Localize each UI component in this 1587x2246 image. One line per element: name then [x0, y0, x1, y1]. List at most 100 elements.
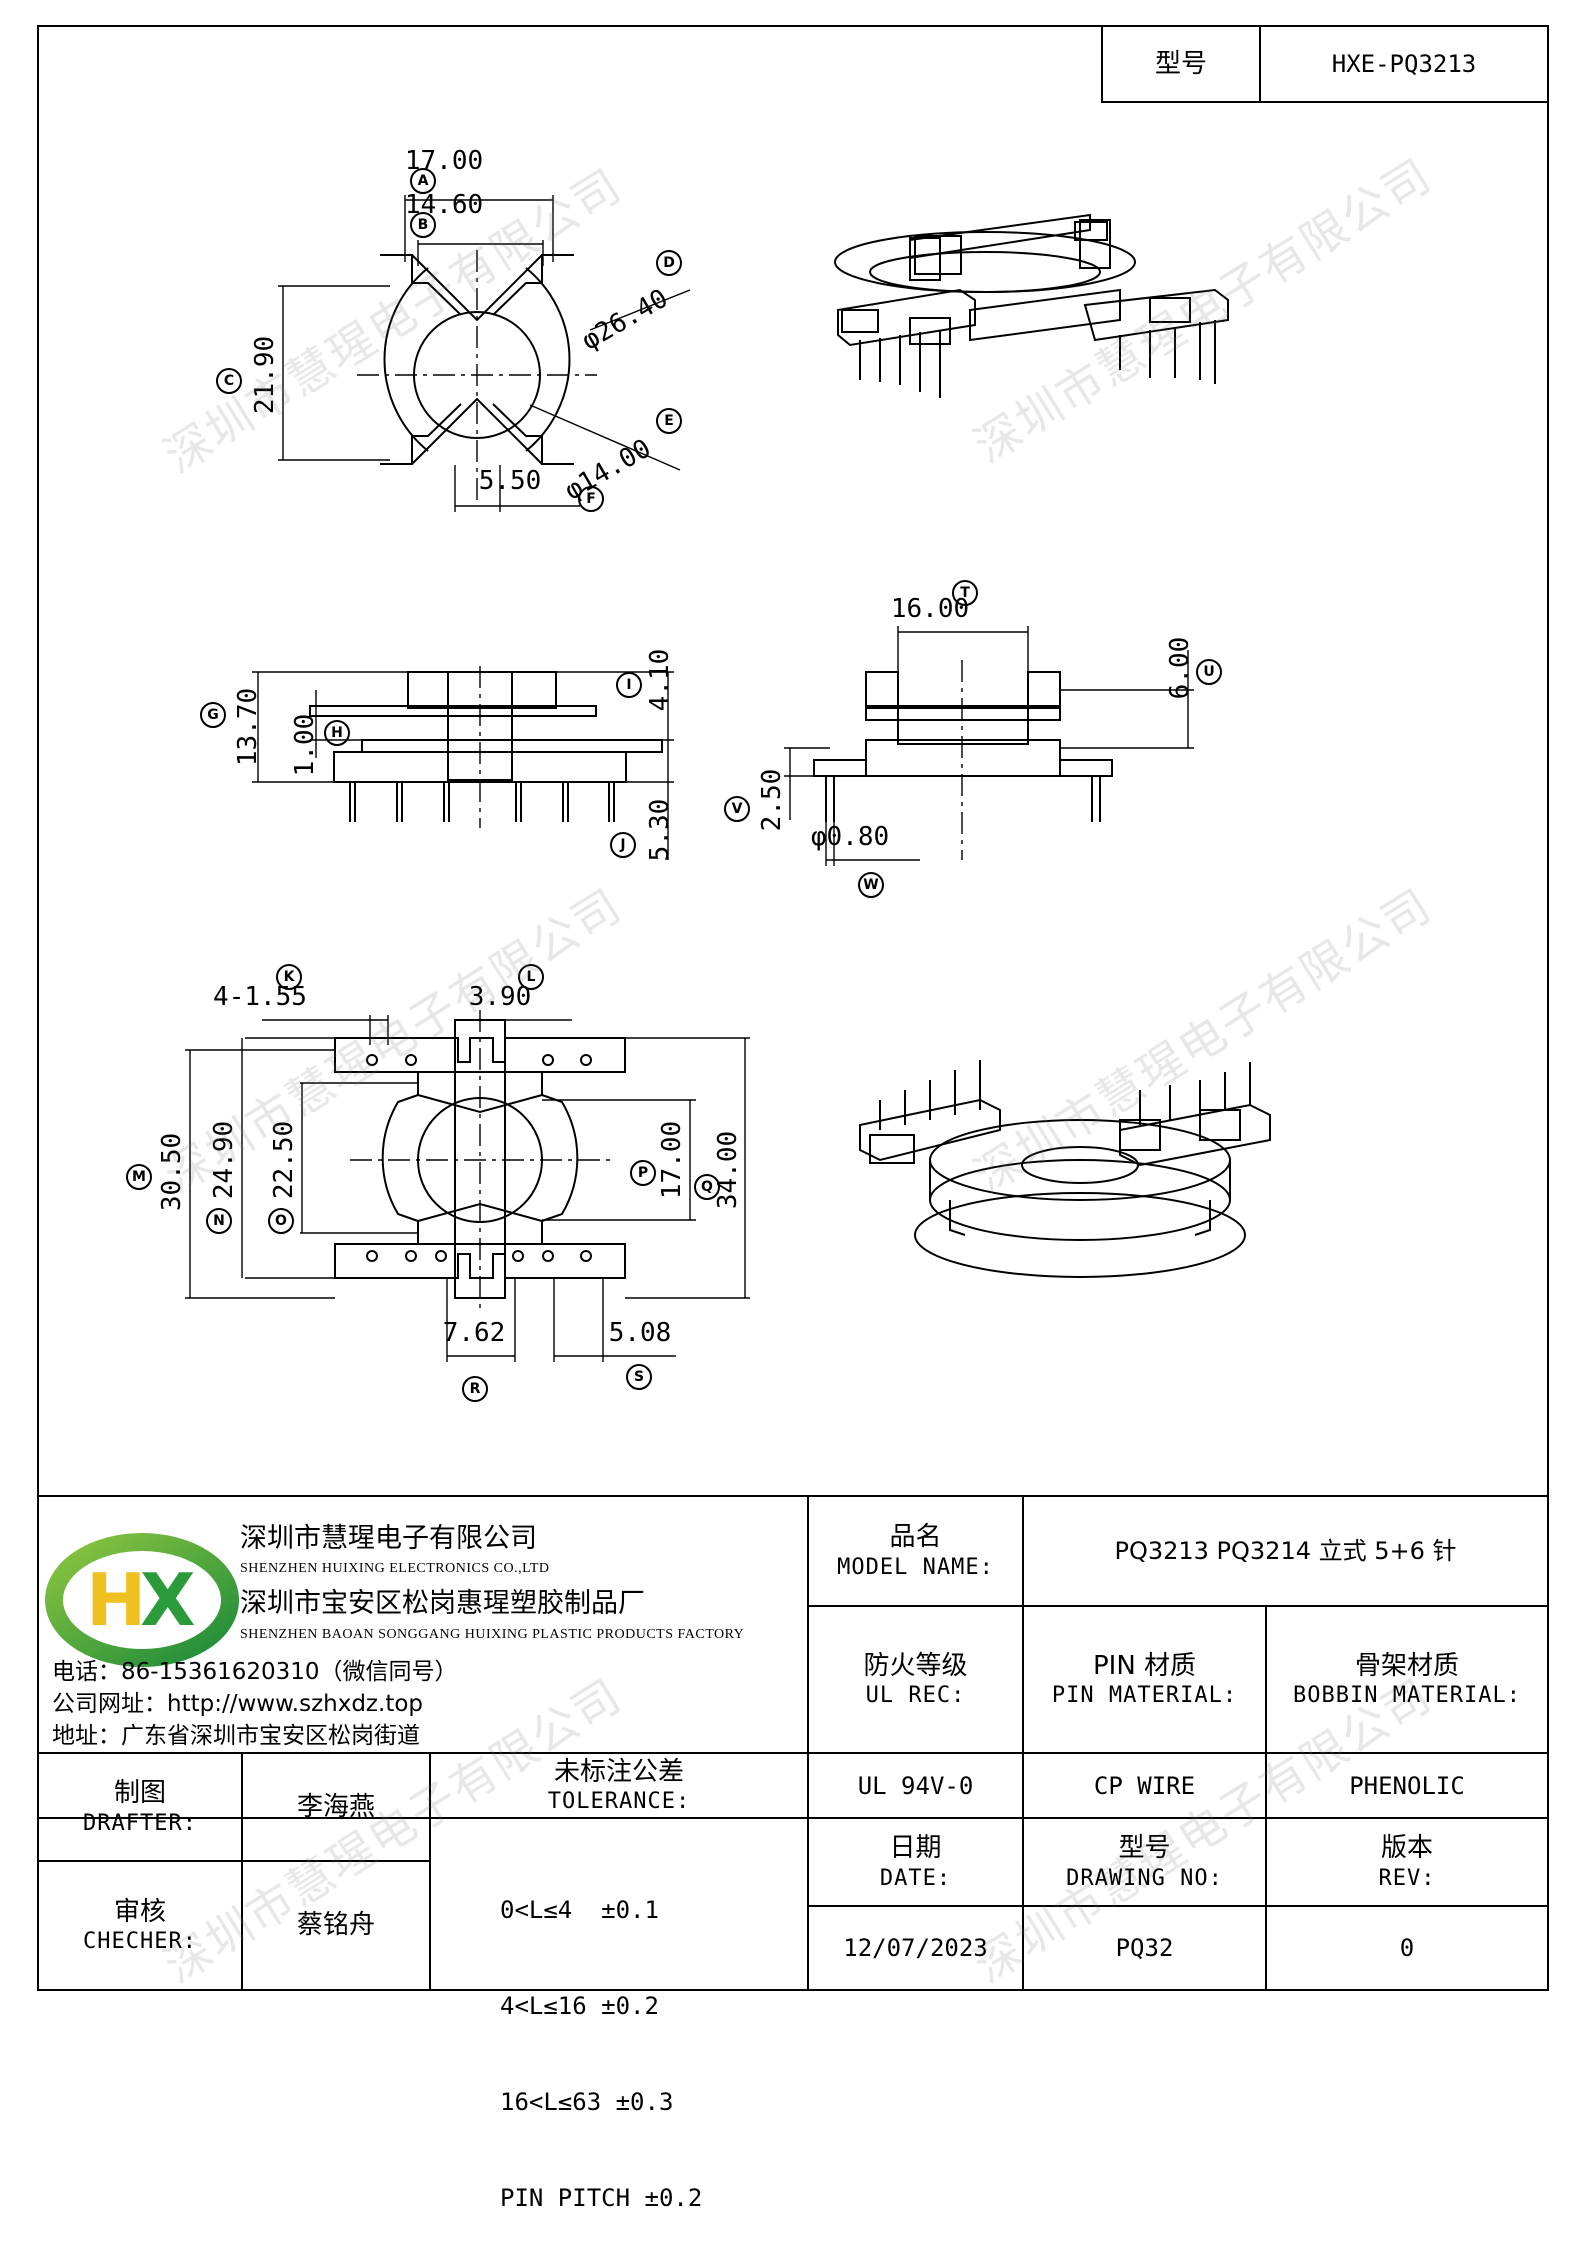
drafter-cn: 制图	[113, 1778, 166, 1808]
checker-label: 审核 CHECHER:	[38, 1861, 242, 1990]
date-label: 日期 DATE:	[808, 1818, 1023, 1906]
dimension-value-s: 5.08	[608, 1318, 672, 1348]
bobbin-material-en: BOBBIN MATERIAL:	[1293, 1683, 1521, 1708]
pin-material-en: PIN MATERIAL:	[1051, 1683, 1238, 1708]
rev-value: 0	[1399, 1934, 1415, 1962]
model-box	[1101, 25, 1549, 103]
drawing-no-value: PQ32	[1115, 1934, 1174, 1962]
company-address: 地址：广东省深圳市宝安区松岗街道	[52, 1723, 420, 1749]
dimension-letter-r: R	[462, 1376, 488, 1402]
drafter-value: 李海燕	[296, 1791, 375, 1822]
company-logo: H X	[45, 1533, 239, 1667]
svg-text:X: X	[140, 1558, 196, 1642]
ul-rec-cn: 防火等级	[863, 1650, 968, 1681]
dimension-letter-f: F	[578, 486, 604, 512]
bottom-view	[185, 1010, 750, 1362]
pin-material-cn: PIN 材质	[1092, 1650, 1197, 1681]
company-name-en: SHENZHEN HUIXING ELECTRONICS CO.,LTD	[240, 1561, 550, 1576]
dimension-value-t: 16.00	[890, 594, 970, 624]
dimension-value-p: 17.00	[657, 1120, 687, 1200]
model-label: 型号	[1154, 48, 1207, 79]
dimension-letter-e: E	[656, 408, 682, 434]
dimension-value-n: 24.90	[209, 1120, 239, 1200]
tolerance-line: 0<L≤4 ±0.1	[500, 1896, 659, 1924]
dimension-letter-k: K	[276, 964, 302, 990]
dimension-letter-p: P	[630, 1160, 656, 1186]
model-name-value: PQ3213 PQ3214 立式 5+6 针	[1114, 1537, 1457, 1565]
dimension-value-g: 13.70	[233, 687, 263, 767]
rev-en: REV:	[1378, 1865, 1436, 1891]
tolerance-label: 未标注公差 TOLERANCE:	[430, 1753, 808, 1818]
drawing-no-en: DRAWING NO:	[1066, 1865, 1223, 1891]
dimension-value-u: 6.00	[1165, 636, 1195, 700]
pin-material-label: PIN 材质 PIN MATERIAL:	[1023, 1606, 1266, 1753]
bobbin-material-value: PHENOLIC	[1349, 1771, 1465, 1800]
dimension-value-m: 30.50	[157, 1132, 187, 1212]
checker-cn: 审核	[113, 1896, 166, 1927]
outer-frame	[37, 25, 1549, 1991]
dimension-value-w: φ0.80	[810, 822, 890, 852]
side-view-left	[252, 666, 674, 860]
model-value: HXE-PQ3213	[1331, 50, 1477, 78]
tolerance-line: PIN PITCH ±0.2	[500, 2184, 703, 2212]
rev-label: 版本 REV:	[1266, 1818, 1548, 1906]
dimension-value-r: 7.62	[442, 1318, 506, 1348]
bobbin-material-label: 骨架材质 BOBBIN MATERIAL:	[1266, 1606, 1548, 1753]
dimension-letter-i: I	[616, 672, 642, 698]
factory-name-cn: 深圳市宝安区松岗惠瑆塑胶制品厂	[240, 1588, 645, 1619]
ul-rec-value: UL 94V-0	[857, 1771, 974, 1800]
checker-value: 蔡铭舟	[296, 1910, 375, 1941]
dimension-letter-w: W	[858, 872, 884, 898]
date-en: DATE:	[879, 1865, 952, 1891]
drawing-sheet: H X	[37, 25, 1549, 1991]
dimension-letter-m: M	[126, 1164, 152, 1190]
dimension-letter-g: G	[200, 702, 226, 728]
dimension-value-j: 5.30	[645, 798, 675, 862]
iso-view-bottom	[859, 1060, 1271, 1278]
dimension-letter-h: H	[324, 720, 350, 746]
dimension-value-l: 3.90	[468, 982, 532, 1012]
model-name-cn: 品名	[889, 1522, 942, 1552]
dimension-letter-j: J	[610, 832, 636, 858]
date-value: 12/07/2023	[843, 1934, 988, 1962]
company-website: 公司网址：http://www.szhxdz.top	[52, 1691, 424, 1717]
dimension-letter-a: A	[410, 168, 436, 194]
drafter-label: 制图 DRAFTER:	[38, 1753, 242, 1861]
tolerance-line: 4<L≤16 ±0.2	[500, 1992, 659, 2020]
ul-rec-label: 防火等级 UL REC:	[808, 1606, 1023, 1753]
pin-material-value: CP WIRE	[1093, 1771, 1196, 1800]
dimension-letter-s: S	[626, 1364, 652, 1390]
dimension-letter-n: N	[206, 1208, 232, 1234]
drawing-no-cn: 型号	[1118, 1833, 1171, 1863]
dimension-value-i: 4.10	[645, 648, 675, 712]
drawing-no-label: 型号 DRAWING NO:	[1023, 1818, 1266, 1906]
company-phone: 电话：86-15361620310（微信同号）	[52, 1659, 458, 1685]
dimension-value-v: 2.50	[757, 768, 787, 832]
iso-view-top	[834, 213, 1229, 398]
dimension-letter-t: T	[952, 580, 978, 606]
svg-text:H: H	[86, 1558, 146, 1642]
dimension-value-k: 4-1.55	[213, 982, 307, 1012]
dimension-value-b: 14.60	[404, 190, 484, 220]
rev-cn: 版本	[1380, 1833, 1433, 1863]
tolerance-list: 0<L≤4 ±0.1 4<L≤16 ±0.2 16<L≤63 ±0.3 PIN …	[500, 1830, 702, 2246]
dimension-letter-d: D	[656, 250, 682, 276]
dimension-letter-u: U	[1196, 659, 1222, 685]
checker-en: CHECHER:	[83, 1929, 197, 1954]
ul-rec-en: UL REC:	[865, 1683, 966, 1708]
company-name-cn: 深圳市慧瑆电子有限公司	[240, 1523, 537, 1554]
dimension-letter-b: B	[410, 212, 436, 238]
dimension-letter-v: V	[724, 796, 750, 822]
side-view-right	[784, 626, 1194, 866]
dimension-value-o: 22.50	[269, 1120, 299, 1200]
dimension-letter-l: L	[518, 964, 544, 990]
dimension-value-f: 5.50	[478, 466, 542, 496]
tolerance-cn: 未标注公差	[553, 1756, 684, 1787]
dimension-value-c: 21.90	[250, 335, 280, 415]
dimension-letter-c: C	[216, 368, 242, 394]
model-name-en: MODEL NAME:	[837, 1554, 994, 1580]
tolerance-en: TOLERANCE:	[547, 1789, 691, 1814]
dimension-value-h: 1.00	[290, 713, 320, 777]
title-block-grid	[38, 1495, 1548, 1990]
top-view	[278, 195, 691, 512]
